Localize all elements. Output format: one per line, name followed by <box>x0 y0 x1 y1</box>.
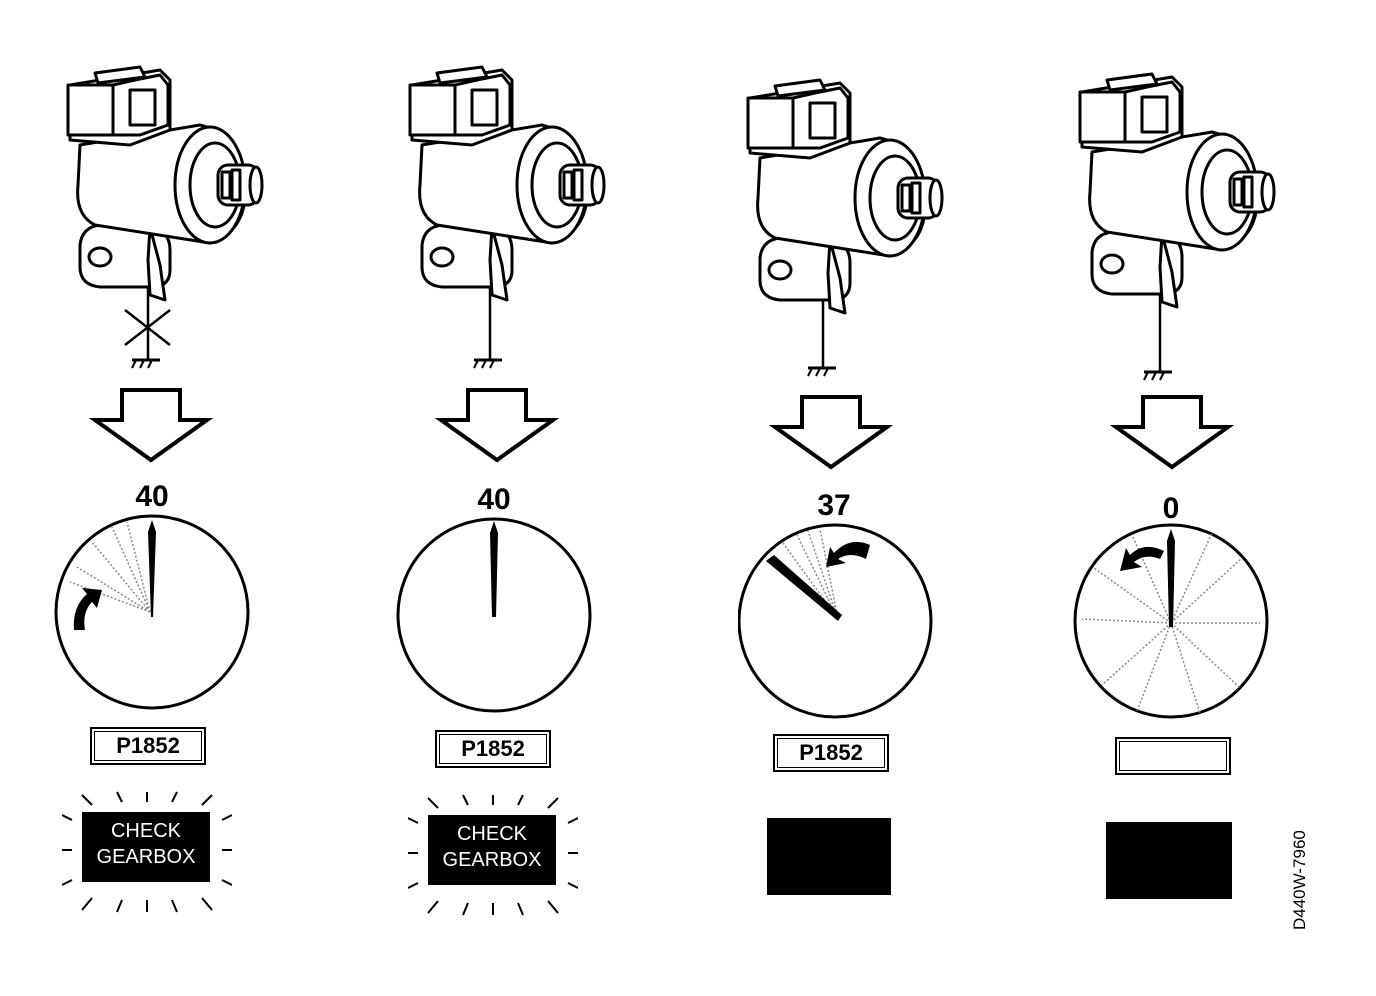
gauge-dial-icon <box>396 517 592 713</box>
gauge-dial-icon <box>1073 523 1269 719</box>
fault-code-display: P1852 <box>90 727 206 765</box>
warning-lamp: CHECK GEARBOX <box>62 790 232 920</box>
lamp-text-line1: CHECK <box>110 820 181 842</box>
panel-4: 0 <box>1012 0 1332 996</box>
gauge-value: 40 <box>135 480 169 513</box>
warning-lamp-off <box>767 818 891 895</box>
solenoid-valve-icon <box>746 78 944 377</box>
lamp-glow-rays-icon <box>62 791 232 913</box>
fault-code-display: P1852 <box>435 730 551 768</box>
panel-3: 37 P1852 <box>680 0 1000 996</box>
fault-code-display: P1852 <box>773 734 889 772</box>
solenoid-valve-icon <box>408 65 606 369</box>
gauge-value: 37 <box>817 489 851 522</box>
gauge-dial-icon <box>54 514 250 710</box>
gauge-value: 0 <box>1162 492 1180 525</box>
warning-lamp-off <box>1106 822 1232 899</box>
solenoid-valve-icon <box>1078 72 1276 381</box>
gauge-value: 40 <box>477 483 511 516</box>
lamp-glow-rays-icon <box>408 794 578 916</box>
down-arrow-icon <box>1109 395 1235 470</box>
gauge-dial-icon <box>738 523 933 719</box>
fault-code-display <box>1115 737 1231 775</box>
down-arrow-icon <box>768 395 894 470</box>
down-arrow-icon <box>434 388 560 463</box>
lamp-face: CHECK GEARBOX <box>82 812 210 882</box>
panel-1: 40 P1852 <box>0 0 320 996</box>
warning-lamp: CHECK GEARBOX <box>408 793 578 923</box>
lamp-face: CHECK GEARBOX <box>428 815 556 885</box>
solenoid-valve-icon <box>66 65 264 369</box>
lamp-text-line2: GEARBOX <box>96 846 196 868</box>
figure-code: D440W-7960 <box>1290 830 1309 930</box>
down-arrow-icon <box>88 388 214 463</box>
panel-2: 40 P1852 <box>342 0 662 996</box>
lamp-text-line2: GEARBOX <box>442 849 542 871</box>
lamp-text-line1: CHECK <box>456 823 527 845</box>
